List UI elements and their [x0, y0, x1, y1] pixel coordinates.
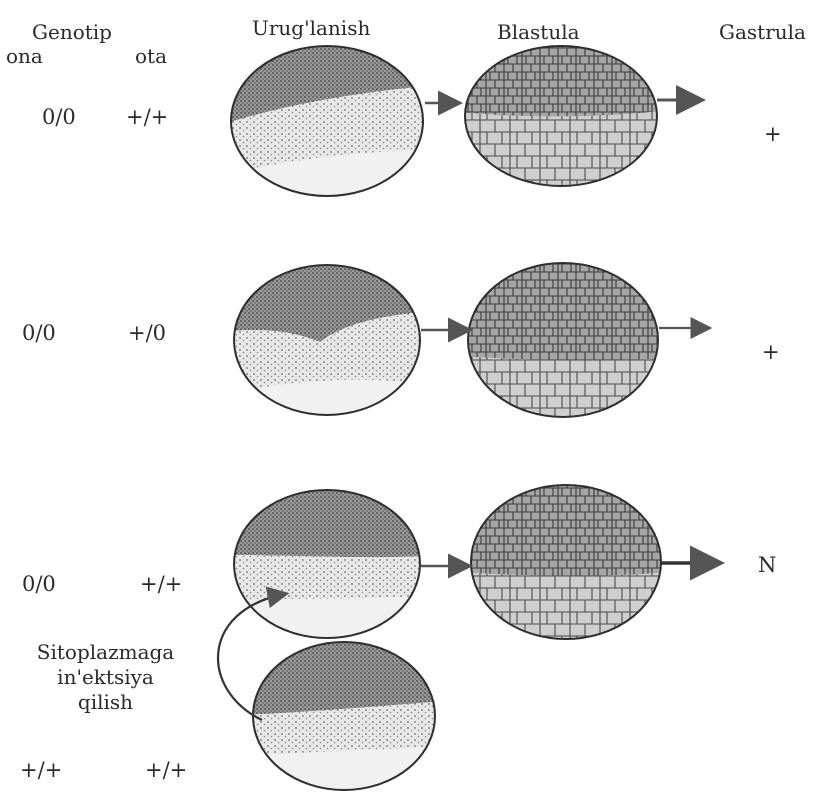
header-father: ota	[135, 46, 167, 66]
egg-donor	[240, 635, 460, 800]
header-stage-fertilization: Urug'lanish	[252, 18, 370, 38]
header-stage-blastula: Blastula	[497, 22, 580, 42]
row2-father-genotype: +/0	[128, 323, 166, 344]
egg-row1	[220, 40, 440, 210]
header-mother: ona	[6, 46, 43, 66]
egg-row3	[220, 485, 440, 645]
header-stage-gastrula: Gastrula	[719, 22, 806, 42]
row1-mother-genotype: 0/0	[42, 107, 76, 128]
row3-gastrula-result: N	[758, 555, 776, 576]
blastula-row3	[460, 480, 670, 645]
row1-gastrula-result: +	[764, 124, 782, 145]
injection-label-line2: in'ektsiya	[18, 665, 193, 689]
row2-mother-genotype: 0/0	[22, 323, 56, 344]
row2-gastrula-result: +	[762, 342, 780, 363]
injection-label-line3: qilish	[18, 690, 193, 714]
row3-mother-genotype: 0/0	[22, 574, 56, 595]
row1-father-genotype: +/+	[126, 107, 168, 128]
injection-label-line1: Sitoplazmaga	[18, 640, 193, 664]
blastula-row2	[460, 260, 670, 420]
row3-father-genotype: +/+	[140, 574, 182, 595]
egg-row2	[220, 260, 440, 430]
donor-mother-genotype: +/+	[20, 760, 62, 781]
header-genotype: Genotip	[32, 22, 112, 42]
donor-father-genotype: +/+	[145, 760, 187, 781]
blastula-row1	[460, 40, 670, 200]
